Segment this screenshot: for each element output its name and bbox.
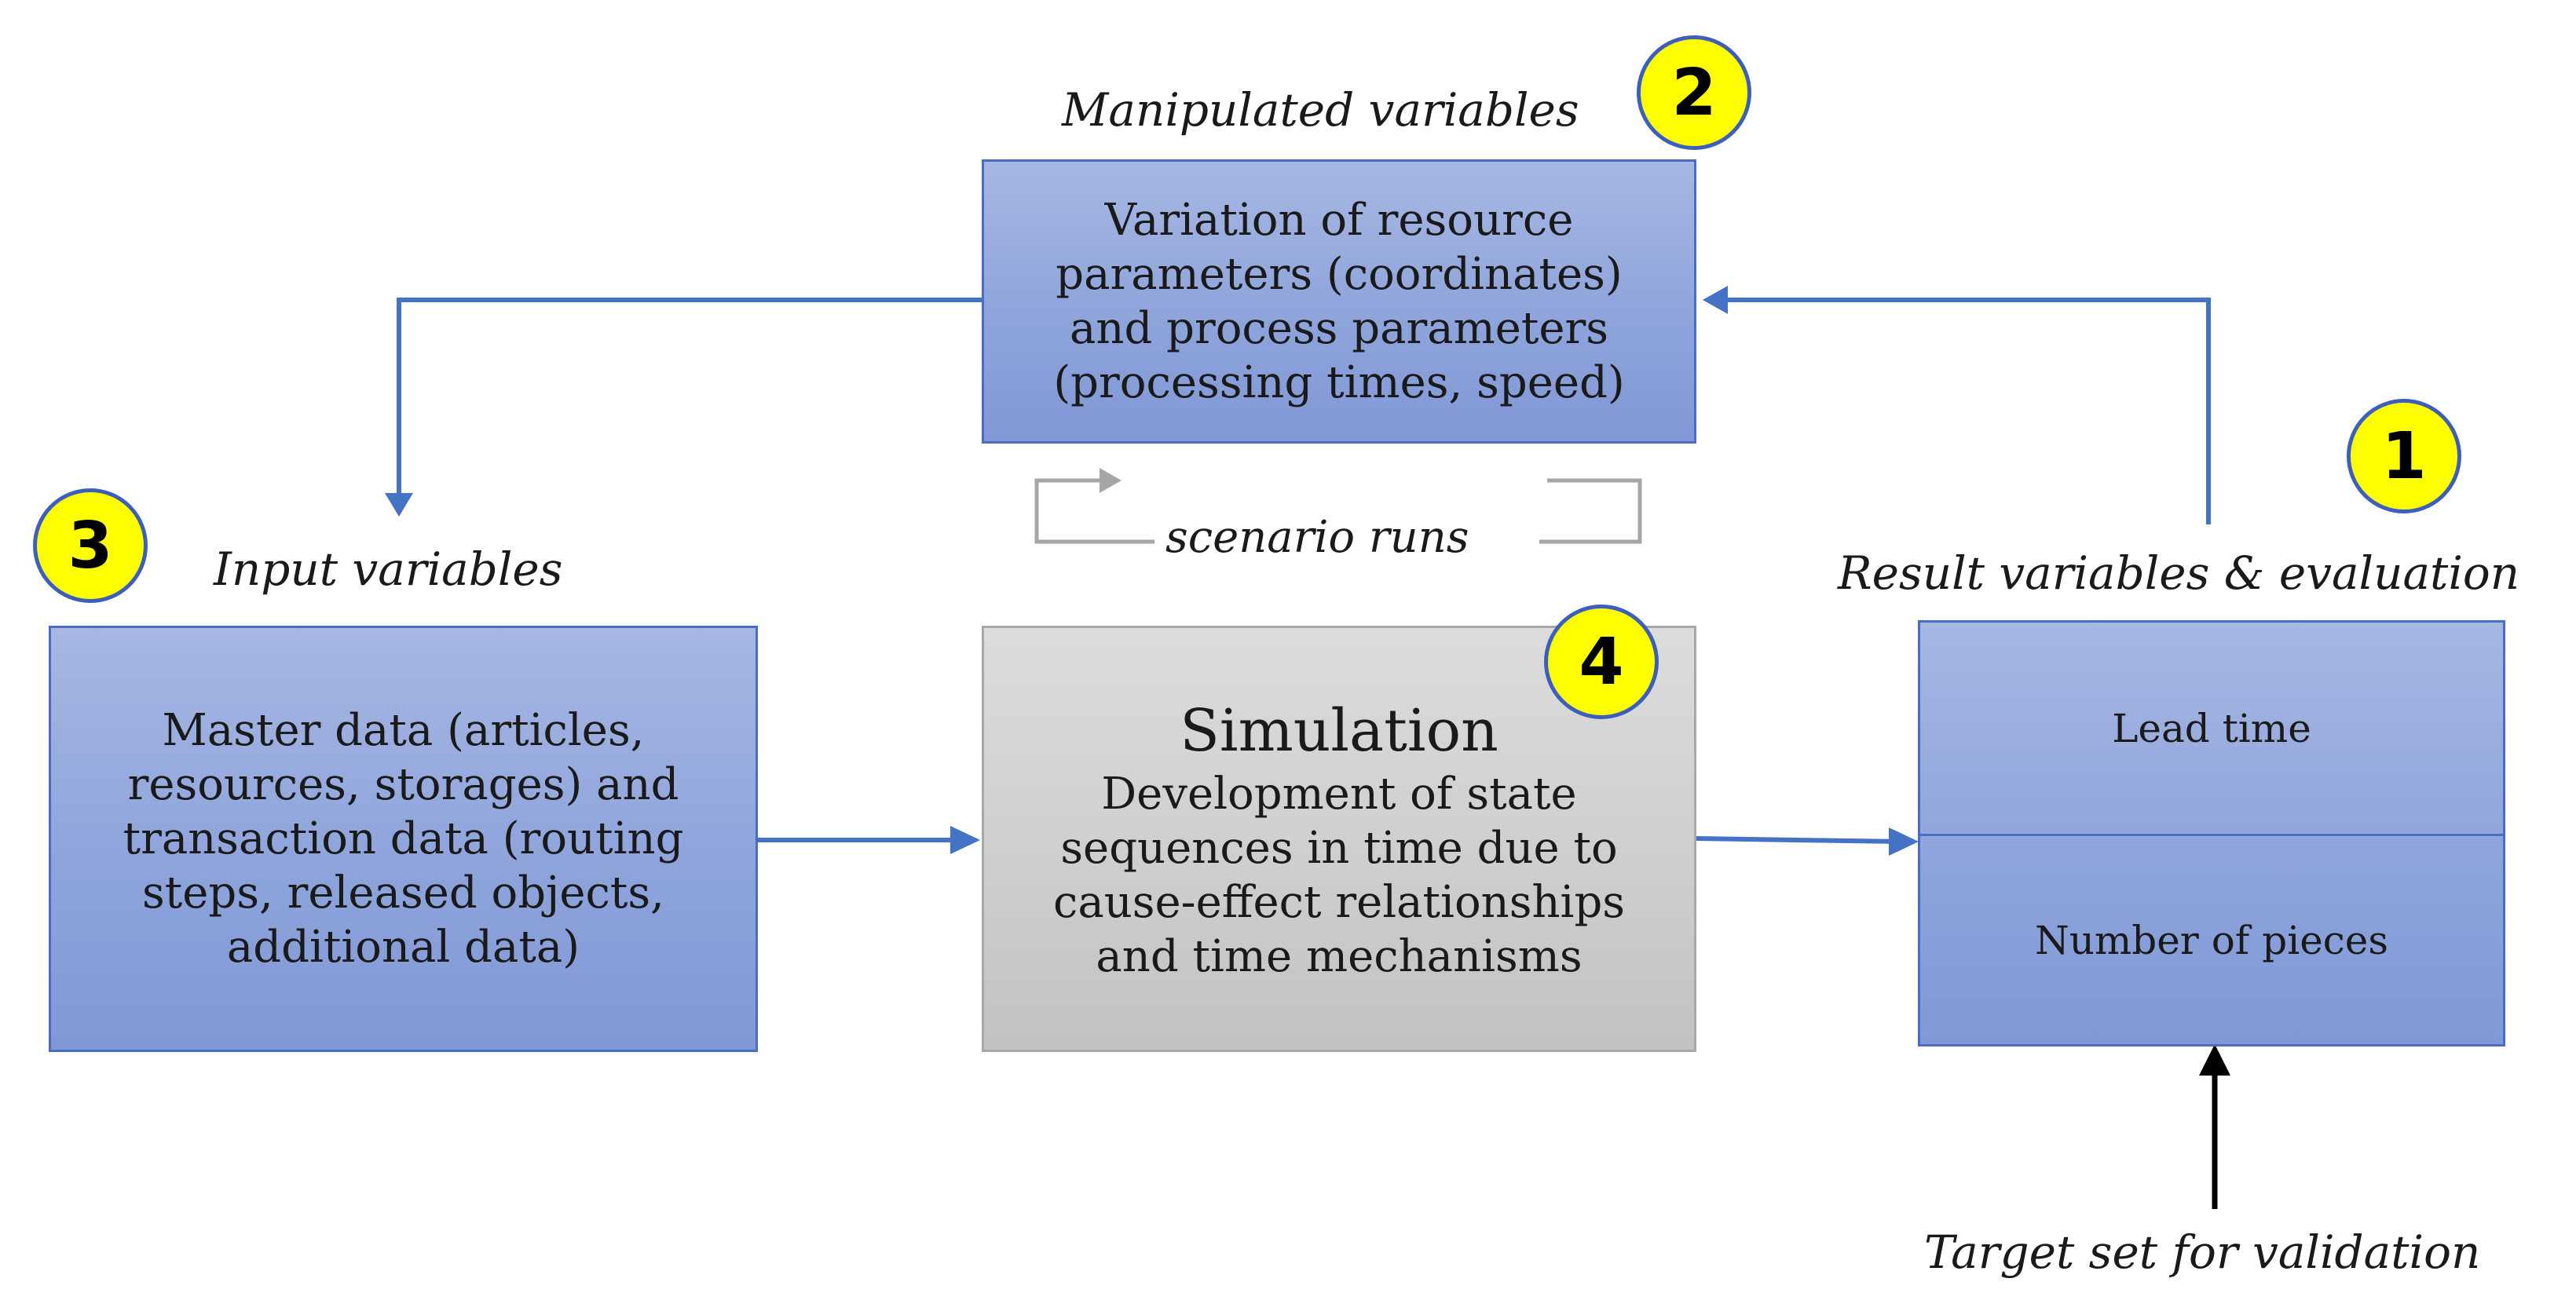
scenario-loop-left — [1034, 478, 1154, 544]
arrowhead-target-to-result — [2199, 1044, 2230, 1076]
scenario-loop-right — [1539, 478, 1642, 544]
badge-3: 3 — [33, 488, 148, 603]
result-number-of-pieces-text: Number of pieces — [2034, 917, 2389, 963]
scenario-runs-label: scenario runs — [1165, 512, 1469, 563]
arrow-result-to-manipulated — [1712, 298, 2211, 524]
input-line-5: additional data) — [226, 922, 580, 973]
simulation-line-1: Development of state — [1101, 768, 1577, 820]
arrowhead-simulation-to-result — [1889, 827, 1919, 856]
simulation-title: Simulation — [1180, 696, 1498, 765]
simulation-line-3: cause-effect relationships — [1052, 876, 1626, 928]
result-variables-box: Lead time Number of pieces — [1918, 620, 2505, 1047]
manipulated-variables-box: Variation of resource parameters (coordi… — [982, 159, 1696, 444]
result-lead-time: Lead time — [1920, 623, 2503, 836]
simulation-line-4: and time mechanisms — [1096, 930, 1583, 982]
result-lead-time-text: Lead time — [2112, 705, 2311, 751]
badge-4: 4 — [1544, 605, 1659, 719]
manipulated-line-1: Variation of resource — [1104, 195, 1574, 246]
badge-2: 2 — [1637, 35, 1751, 150]
arrowhead-input-to-simulation — [950, 826, 980, 854]
arrow-manipulated-to-input — [397, 298, 982, 509]
manipulated-line-3: and process parameters — [1070, 303, 1608, 354]
input-variables-label: Input variables — [214, 542, 563, 596]
input-line-2: resources, storages) and — [127, 759, 679, 810]
result-variables-label: Result variables & evaluation — [1838, 546, 2520, 600]
simulation-box: Simulation Development of state sequence… — [982, 626, 1696, 1052]
manipulated-variables-label: Manipulated variables — [1062, 83, 1579, 137]
target-set-label: Target set for validation — [1924, 1226, 2481, 1279]
input-line-1: Master data (articles, — [162, 705, 645, 756]
arrowhead-result-to-manipulated — [1703, 286, 1728, 314]
badge-1: 1 — [2347, 399, 2461, 513]
input-variables-box: Master data (articles, resources, storag… — [49, 626, 758, 1052]
result-number-of-pieces: Number of pieces — [1920, 836, 2503, 1044]
input-line-4: steps, released objects, — [142, 868, 664, 919]
simulation-line-2: sequences in time due to — [1060, 822, 1618, 874]
manipulated-line-4: (processing times, speed) — [1053, 357, 1625, 408]
arrow-simulation-to-result — [1696, 836, 1901, 844]
scenario-loop-arrowhead — [1100, 468, 1122, 493]
input-line-3: transaction data (routing — [123, 813, 684, 864]
manipulated-line-2: parameters (coordinates) — [1056, 249, 1623, 300]
arrowhead-manipulated-to-input — [385, 493, 413, 517]
